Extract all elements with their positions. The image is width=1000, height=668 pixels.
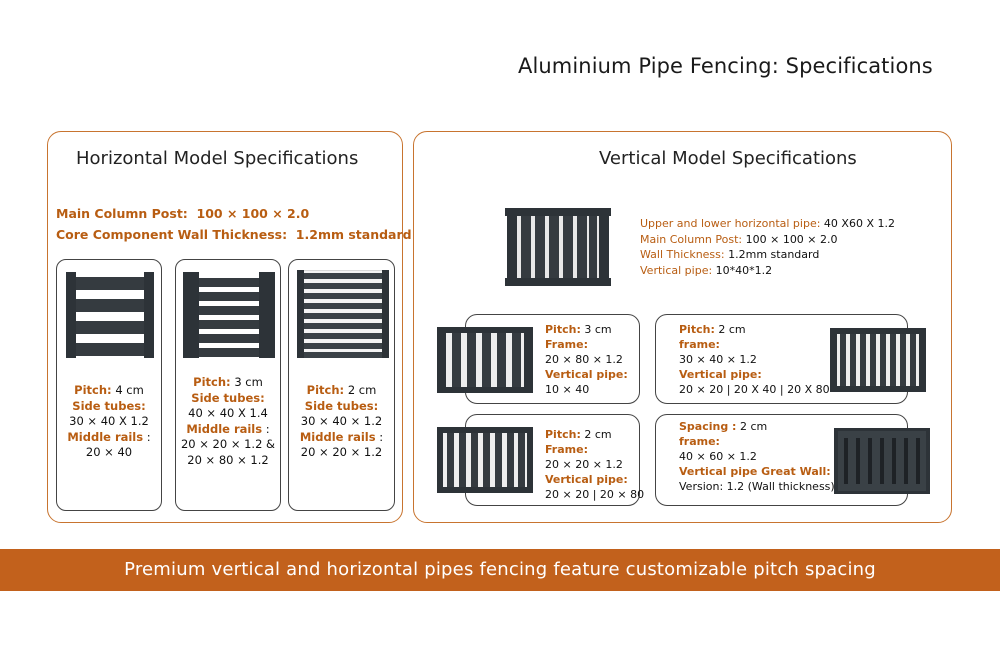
card-3-specs: Pitch: 2 cm Side tubes: 30 × 40 × 1.2 Mi… — [289, 383, 394, 461]
middle-rails-colon: : — [146, 429, 151, 444]
wall-thickness-value: 1.2mm standard — [295, 227, 412, 242]
pitch-label: Pitch: — [74, 383, 112, 397]
pitch-label: Pitch: — [545, 323, 581, 336]
wall-thickness-value: 1.2mm standard — [728, 248, 820, 261]
upper-lower-pipe-value: 40 X60 X 1.2 — [823, 217, 895, 230]
vertical-pipe-value: 20 × 20 | 20 X 40 | 20 X 80 — [679, 383, 830, 396]
vertical-pipe-label: Vertical pipe: — [640, 263, 713, 277]
vertical-pipe-value: 20 × 20 | 20 × 80 — [545, 488, 645, 501]
horizontal-card-2cm: Pitch: 2 cm Side tubes: 30 × 40 × 1.2 Mi… — [288, 259, 395, 511]
side-tubes-label: Side tubes: — [191, 390, 265, 405]
middle-rails-value-2: 20 × 80 × 1.2 — [187, 452, 269, 467]
vertical-model-panel: Vertical Model Specifications — [413, 131, 952, 523]
pitch-value: 2 cm — [718, 323, 746, 336]
vertical-fence-3cm-image — [437, 327, 533, 393]
vertical-pipe-label: Vertical pipe: — [545, 473, 628, 486]
vertical-fence-2cm-image — [830, 328, 926, 392]
vertical-pipe-value: 10 × 40 — [545, 383, 590, 396]
middle-rails-label: Middle rails — [67, 429, 144, 444]
vertical-pipe-label: Vertical pipe: — [679, 368, 762, 381]
middle-rails-label: Middle rails — [186, 421, 263, 436]
side-tubes-value: 30 × 40 × 1.2 — [300, 414, 383, 428]
vertical-card-1-specs: Pitch: 3 cm Frame: 20 × 80 × 1.2 Vertica… — [545, 322, 628, 397]
banner-text: Premium vertical and horizontal pipes fe… — [124, 559, 876, 580]
middle-rails-colon: : — [265, 421, 270, 436]
pitch-label: Pitch: — [679, 323, 715, 336]
spacing-value: 2 cm — [739, 420, 768, 433]
page-title: Aluminium Pipe Fencing: Specifications — [518, 54, 933, 78]
pitch-value: 2 cm — [584, 428, 612, 441]
horizontal-card-3cm: Pitch: 3 cm Side tubes: 40 × 40 X 1.4 Mi… — [175, 259, 281, 511]
vertical-fence-great-wall-image — [834, 428, 930, 494]
pitch-value: 3 cm — [584, 323, 612, 336]
frame-value: 20 × 80 × 1.2 — [545, 353, 623, 366]
vertical-pipe-value: 10*40*1.2 — [715, 263, 773, 277]
horizontal-model-panel: Horizontal Model Specifications Main Col… — [47, 131, 412, 523]
horizontal-card-4cm: Pitch: 4 cm Side tubes: 30 × 40 X 1.2 Mi… — [56, 259, 162, 511]
wall-thickness-label: Wall Thickness: — [640, 248, 725, 261]
vertical-pipe-label: Vertical pipe: — [545, 368, 628, 381]
pitch-value: 3 cm — [234, 375, 263, 389]
pitch-label: Pitch: — [545, 428, 581, 441]
pitch-value: 2 cm — [347, 383, 377, 397]
horizontal-fence-3cm-image — [183, 272, 275, 358]
vertical-card-2-specs: Pitch: 2 cm frame: 30 × 40 × 1.2 Vertica… — [679, 322, 830, 397]
horizontal-panel-title: Horizontal Model Specifications — [76, 148, 359, 169]
footer-banner: Premium vertical and horizontal pipes fe… — [0, 549, 1000, 591]
vertical-pipe-value: Version: 1.2 (Wall thickness) — [679, 480, 835, 493]
horizontal-fence-2cm-image — [297, 270, 389, 358]
vertical-fence-2cm-b-image — [437, 427, 533, 493]
side-tubes-value: 40 × 40 X 1.4 — [188, 406, 268, 420]
frame-label: Frame: — [545, 443, 588, 456]
vertical-fence-main-image — [505, 208, 611, 286]
frame-value: 20 × 20 × 1.2 — [545, 458, 623, 471]
pitch-label: Pitch: — [193, 375, 231, 389]
frame-label: frame: — [679, 435, 720, 448]
vertical-card-4-specs: Spacing : 2 cm frame: 40 × 60 × 1.2 Vert… — [679, 419, 835, 494]
horizontal-fence-4cm-image — [66, 272, 154, 358]
middle-rails-label: Middle rails — [299, 429, 376, 444]
card-1-specs: Pitch: 4 cm Side tubes: 30 × 40 X 1.2 Mi… — [57, 383, 161, 461]
spacing-label: Spacing : — [679, 420, 737, 433]
horizontal-main-post-spec: Main Column Post: 100 × 100 × 2.0 — [56, 206, 309, 221]
wall-thickness-label: Core Component Wall Thickness: — [56, 227, 288, 242]
pitch-label: Pitch: — [306, 383, 345, 397]
vertical-pipe-label: Vertical pipe Great Wall: — [679, 465, 831, 478]
card-2-specs: Pitch: 3 cm Side tubes: 40 × 40 X 1.4 Mi… — [176, 375, 280, 468]
main-post-value: 100 × 100 × 2.0 — [745, 232, 838, 246]
middle-rails-value: 20 × 20 × 1.2 & — [180, 437, 276, 451]
middle-rails-colon: : — [379, 429, 384, 444]
frame-value: 40 × 60 × 1.2 — [679, 450, 757, 463]
horizontal-wall-spec: Core Component Wall Thickness: 1.2mm sta… — [56, 227, 412, 242]
middle-rails-value: 20 × 20 × 1.2 — [300, 445, 383, 459]
main-post-label: Main Column Post: — [640, 232, 743, 246]
upper-lower-pipe-label: Upper and lower horizontal pipe: — [640, 217, 821, 230]
main-post-value: 100 × 100 × 2.0 — [196, 206, 310, 221]
frame-label: Frame: — [545, 338, 588, 351]
middle-rails-value: 20 × 40 — [85, 445, 133, 459]
frame-label: frame: — [679, 338, 720, 351]
side-tubes-label: Side tubes: — [72, 398, 146, 413]
pitch-value: 4 cm — [115, 383, 144, 397]
vertical-main-specs: Upper and lower horizontal pipe: 40 X60 … — [640, 216, 895, 278]
vertical-card-3-specs: Pitch: 2 cm Frame: 20 × 20 × 1.2 Vertica… — [545, 427, 644, 502]
side-tubes-label: Side tubes: — [304, 398, 379, 413]
main-post-label: Main Column Post: — [56, 206, 188, 221]
vertical-panel-title: Vertical Model Specifications — [599, 148, 857, 169]
side-tubes-value: 30 × 40 X 1.2 — [69, 414, 149, 428]
frame-value: 30 × 40 × 1.2 — [679, 353, 757, 366]
